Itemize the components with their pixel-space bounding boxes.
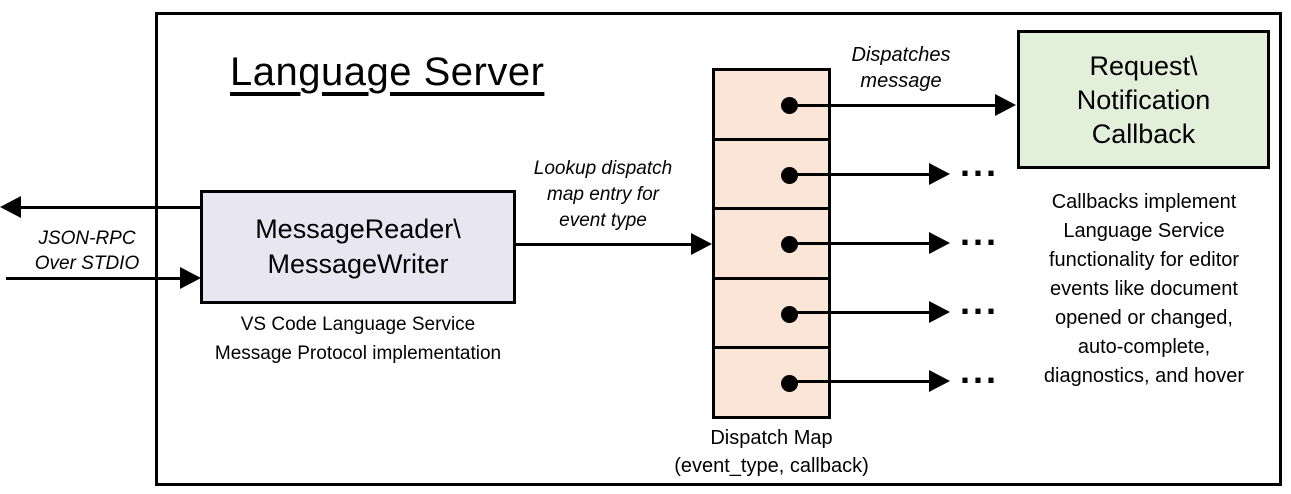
ellipsis-3: ...	[960, 212, 1000, 253]
reader-box-line2: MessageWriter	[267, 249, 449, 279]
dispatch-arrow-2-shaft	[788, 173, 931, 176]
dispatch-arrow-4-head-icon	[929, 301, 950, 323]
dispatch-dot-icon	[781, 305, 798, 323]
callback-note-line7: diagnostics, and hover	[1043, 365, 1245, 387]
dispatches-label-line2: message	[860, 70, 942, 92]
lookup-arrowhead-icon	[691, 233, 712, 255]
dispatches-message-label: Dispatches message	[828, 42, 974, 94]
dispatches-label-line1: Dispatches	[851, 44, 951, 66]
reader-caption-line2: Message Protocol implementation	[214, 343, 502, 364]
dispatch-caption-line1: Dispatch Map	[710, 427, 833, 449]
message-reader-writer-box: MessageReader\ MessageWriter	[200, 190, 516, 304]
reader-caption-line1: VS Code Language Service	[240, 314, 476, 335]
callback-box-line1: Request\	[1089, 50, 1198, 81]
language-server-boundary	[155, 12, 1282, 486]
lookup-arrow-shaft	[516, 243, 694, 246]
ellipsis-4: ...	[960, 281, 1000, 322]
dispatch-dot-icon	[781, 375, 798, 393]
dispatch-cell	[715, 280, 828, 350]
ellipsis-2: ...	[960, 143, 1000, 184]
callback-note-line3: functionality for editor	[1048, 249, 1240, 271]
dispatch-arrow-2-head-icon	[929, 163, 950, 185]
dispatch-arrow-3-shaft	[788, 242, 931, 245]
io-protocol-label: JSON-RPC Over STDIO	[18, 226, 156, 276]
callback-note-line2: Language Service	[1063, 220, 1225, 242]
lookup-label: Lookup dispatch map entry for event type	[506, 156, 700, 234]
dispatch-arrow-1-head-icon	[995, 94, 1016, 116]
request-notification-callback-box: Request\ Notification Callback	[1017, 30, 1270, 169]
dispatch-arrow-1-shaft	[788, 104, 997, 107]
reader-box-line1: MessageReader\	[255, 214, 461, 244]
dispatch-arrow-5-shaft	[788, 380, 931, 383]
callback-note-line4: events like document	[1050, 278, 1238, 300]
callback-box-line2: Notification	[1076, 84, 1211, 115]
callback-note-line6: auto-complete,	[1077, 336, 1211, 358]
lookup-label-line2: map entry for	[547, 184, 659, 205]
lookup-label-line1: Lookup dispatch	[533, 158, 673, 179]
lookup-label-line3: event type	[559, 210, 647, 231]
callback-note-line1: Callbacks implement	[1051, 191, 1237, 213]
callback-box-line3: Callback	[1091, 118, 1196, 149]
dispatch-caption-line2: (event_type, callback)	[674, 455, 869, 477]
stdio-in-arrow-shaft	[6, 277, 181, 280]
io-protocol-label-line2: Over STDIO	[34, 253, 140, 274]
stdio-in-arrowhead-icon	[180, 267, 201, 289]
stdio-out-arrowhead-icon	[0, 196, 21, 218]
dispatch-cell	[715, 349, 828, 416]
dispatch-arrow-5-head-icon	[929, 370, 950, 392]
callback-note: Callbacks implement Language Service fun…	[999, 188, 1289, 391]
dispatch-arrow-4-shaft	[788, 311, 931, 314]
callback-note-line5: opened or changed,	[1055, 307, 1233, 329]
dispatch-map-caption: Dispatch Map (event_type, callback)	[640, 424, 903, 480]
stdio-out-arrow-shaft	[16, 206, 202, 209]
dispatch-arrow-3-head-icon	[929, 232, 950, 254]
io-protocol-label-line1: JSON-RPC	[38, 228, 136, 249]
reader-box-caption: VS Code Language Service Message Protoco…	[162, 310, 554, 368]
ellipsis-5: ...	[960, 350, 1000, 391]
diagram-title: Language Server	[230, 50, 545, 94]
